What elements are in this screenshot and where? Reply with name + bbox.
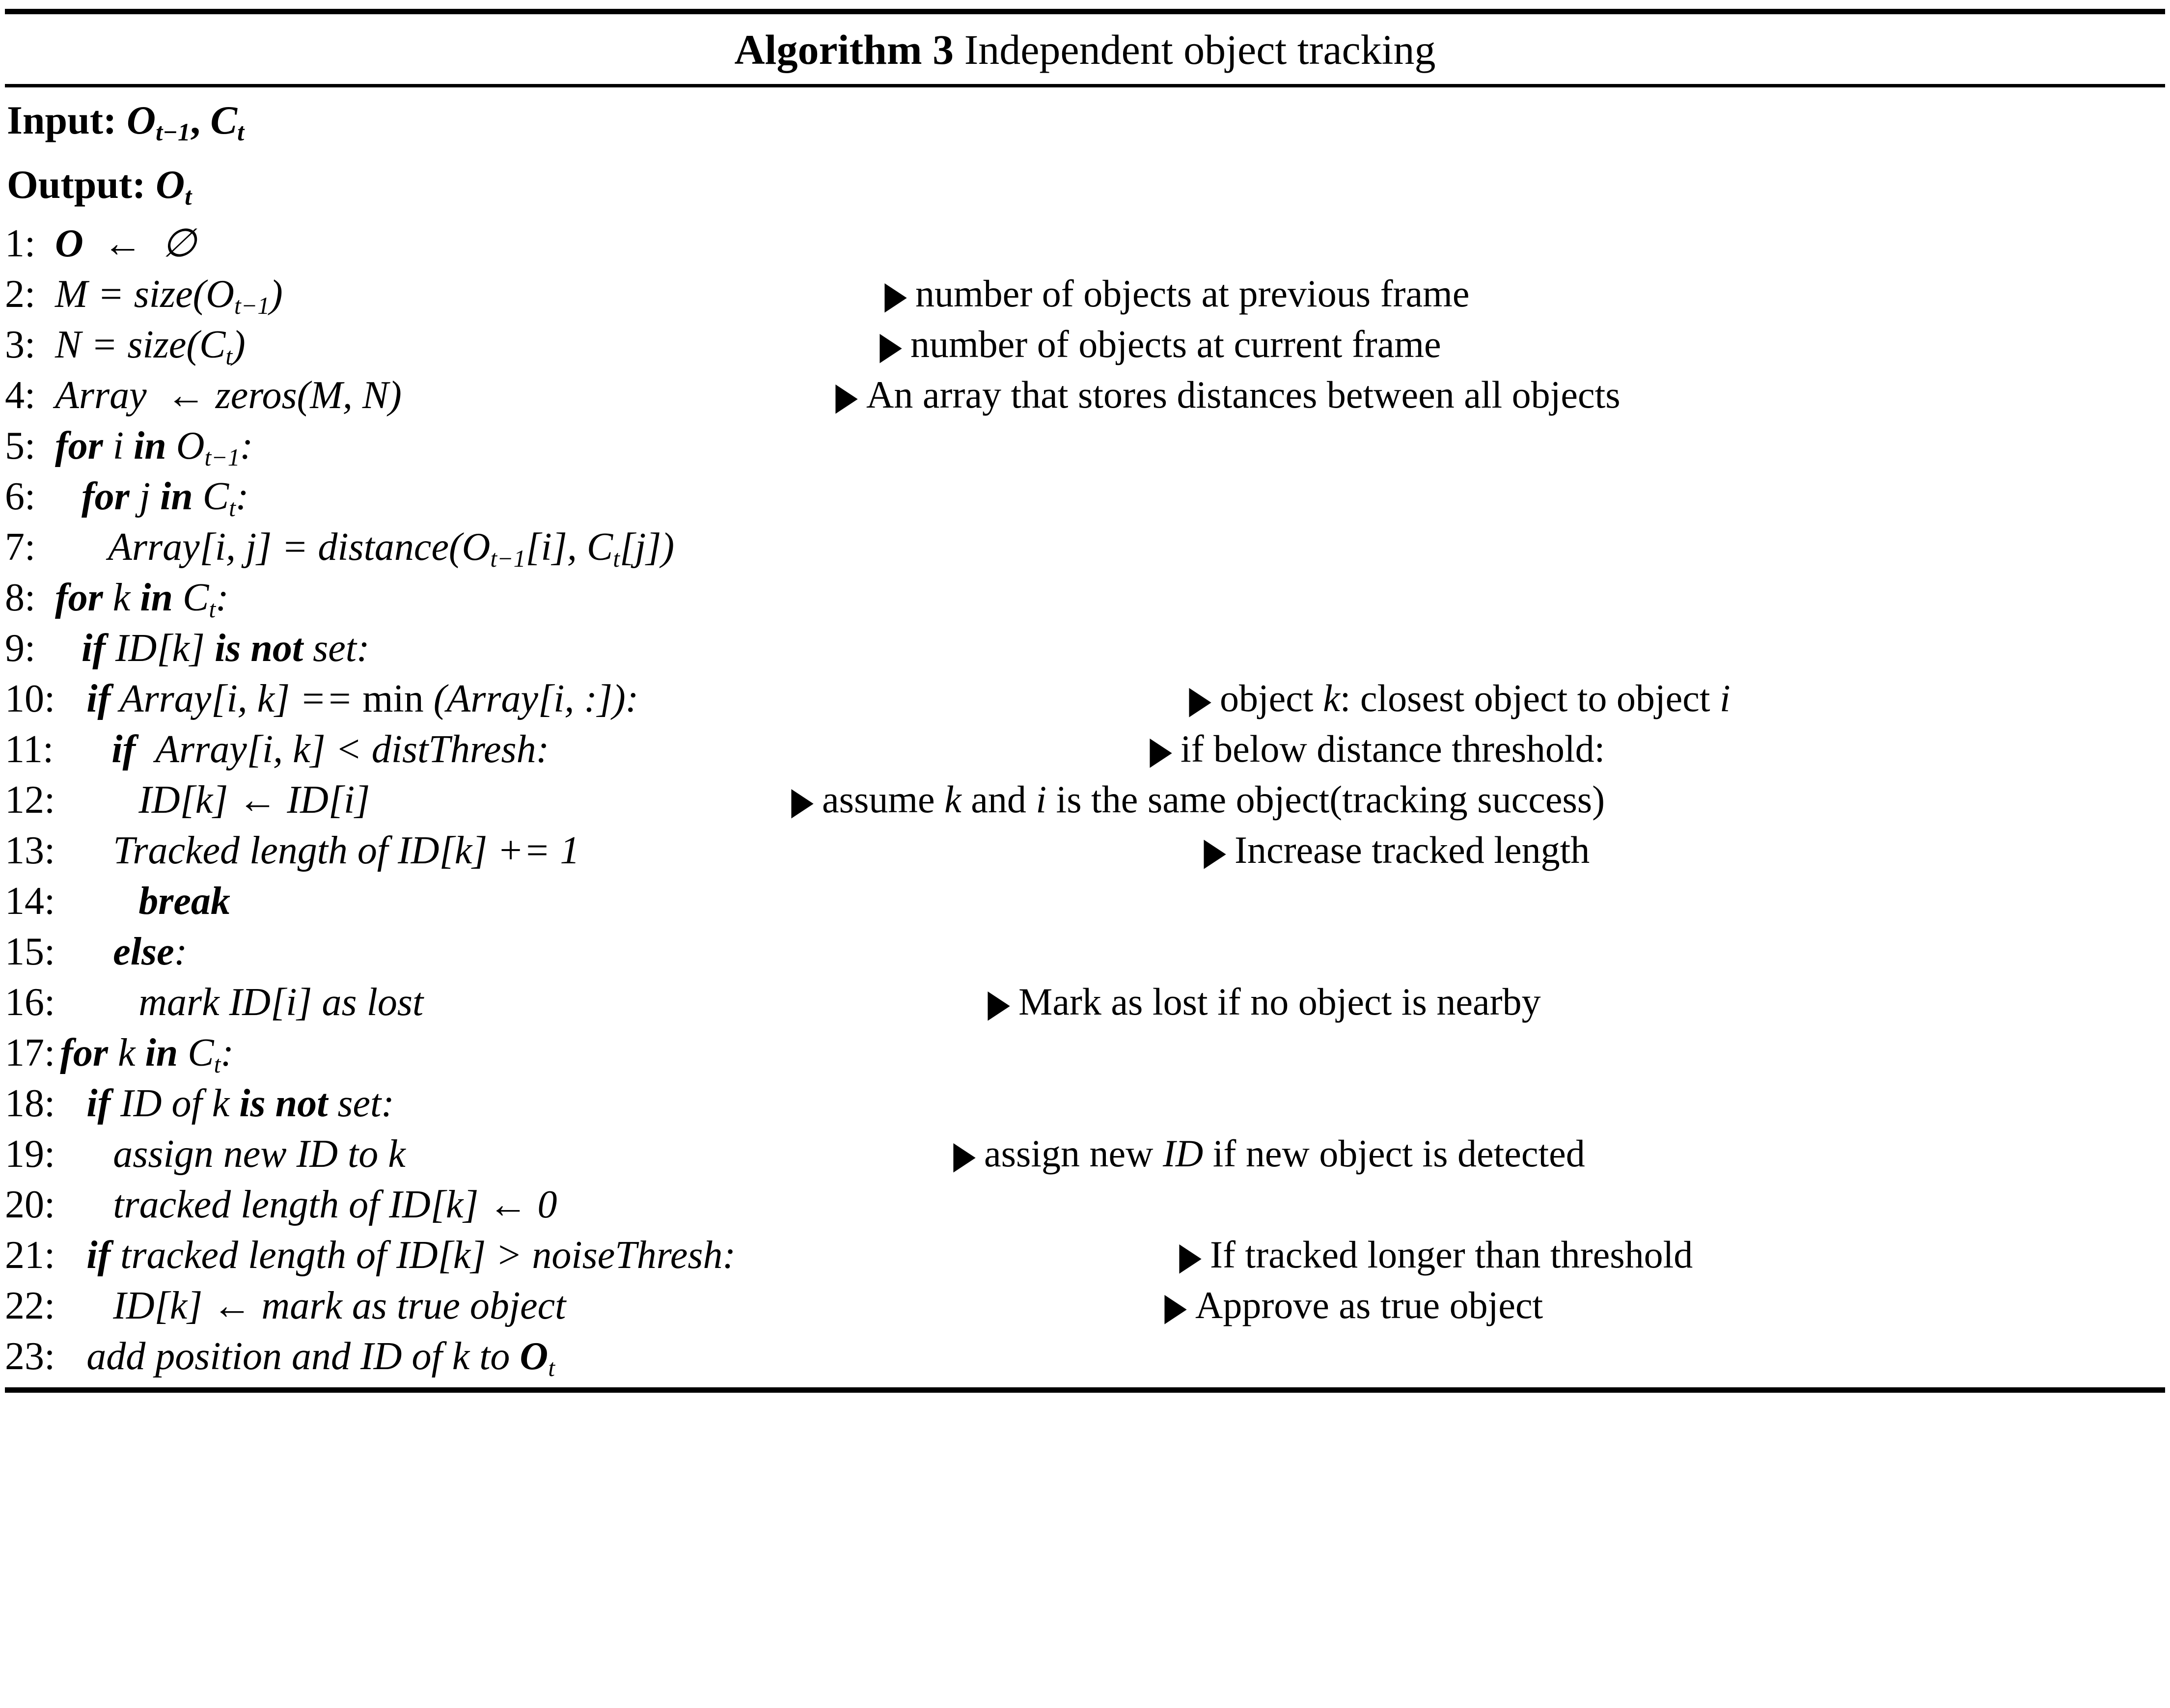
line-code: for k in Ct: bbox=[55, 576, 229, 623]
line-number: 18: bbox=[5, 1082, 55, 1126]
line-number: 14: bbox=[5, 880, 55, 923]
line-code: for i in Ot−1: bbox=[55, 424, 253, 471]
algorithm-lines: 1: O ← ∅ 2: M = size(Ot−1) ▶number of object… bbox=[5, 216, 2165, 1387]
line-number: 23: bbox=[5, 1335, 55, 1378]
output-symbol-O: Ot bbox=[156, 162, 192, 211]
algorithm-title: Algorithm 3 Independent object tracking bbox=[5, 14, 2165, 84]
line-code: if ID[k] is not set: bbox=[82, 627, 370, 670]
line-number: 10: bbox=[5, 677, 55, 721]
line-number: 9: bbox=[5, 627, 36, 670]
line-number: 17: bbox=[5, 1031, 55, 1075]
line-code: M = size(Ot−1) bbox=[55, 273, 283, 320]
algorithm-line: 4: Array ← zeros(M, N) ▶An array that stor… bbox=[5, 376, 2165, 426]
line-number: 22: bbox=[5, 1284, 55, 1328]
algorithm-number-label: Algorithm 3 bbox=[734, 26, 954, 73]
algorithm-line: 16: mark ID[i] as lost ▶Mark as lost if no… bbox=[5, 983, 2165, 1033]
algorithm-line: 17:for k in Ct: bbox=[5, 1033, 2165, 1084]
algorithm-line: 14: break bbox=[5, 882, 2165, 932]
input-separator: , bbox=[190, 98, 211, 143]
algorithm-line: 13: Tracked length of ID[k] += 1 ▶Increase… bbox=[5, 831, 2165, 882]
line-comment: ▶object k: closest object to object i bbox=[1189, 677, 1731, 721]
algorithm-line: 6: for j in Ct: bbox=[5, 477, 2165, 527]
rule-top bbox=[5, 9, 2165, 14]
algorithm-line: 3: N = size(Ct) ▶number of objects at curr… bbox=[5, 325, 2165, 376]
line-code: N = size(Ct) bbox=[55, 323, 246, 370]
line-comment: ▶An array that stores distances between … bbox=[835, 373, 1621, 418]
line-number: 13: bbox=[5, 829, 55, 873]
input-line: Input: Ot−1, Ct bbox=[5, 87, 2165, 152]
rule-under-title bbox=[5, 84, 2165, 88]
line-comment: ▶Mark as lost if no object is nearby bbox=[988, 980, 1541, 1025]
line-number: 19: bbox=[5, 1132, 55, 1176]
algorithm-line: 21: if tracked length of ID[k] > noiseThr… bbox=[5, 1236, 2165, 1286]
line-code: break bbox=[138, 880, 230, 923]
algorithm-line: 2: M = size(Ot−1) ▶number of objects at pr… bbox=[5, 275, 2165, 325]
title-space bbox=[954, 26, 964, 73]
line-number: 11: bbox=[5, 728, 54, 771]
line-number: 8: bbox=[5, 576, 36, 620]
line-code: if Array[i, k] < distThresh: bbox=[111, 728, 549, 771]
line-number: 7: bbox=[5, 525, 36, 569]
line-comment: ▶assign new ID if new object is detected bbox=[953, 1132, 1585, 1177]
line-code: mark ID[i] as lost bbox=[138, 981, 424, 1024]
line-code: Array ← zeros(M, N) bbox=[55, 374, 402, 417]
line-comment: ▶Approve as true object bbox=[1164, 1284, 1543, 1328]
line-number: 1: bbox=[5, 222, 36, 266]
line-code: ID[k] ← ID[i] bbox=[138, 778, 370, 822]
algorithm-line: 15: else: bbox=[5, 932, 2165, 983]
line-number: 12: bbox=[5, 778, 55, 822]
algorithm-line: 23: add position and ID of k to Ot bbox=[5, 1337, 2165, 1387]
algorithm-line: 8: for k in Ct: bbox=[5, 578, 2165, 629]
algorithm-line: 20: tracked length of ID[k] ← 0 bbox=[5, 1185, 2165, 1236]
line-code: if ID of k is not set: bbox=[86, 1082, 394, 1126]
line-number: 4: bbox=[5, 374, 36, 417]
algorithm-line: 22: ID[k] ← mark as true object ▶Approve a… bbox=[5, 1286, 2165, 1337]
line-number: 5: bbox=[5, 424, 36, 468]
line-code: if Array[i, k] == min (Array[i, :]): bbox=[86, 677, 639, 721]
algorithm-line: 12: ID[k] ← ID[i] ▶assume k and i is the s… bbox=[5, 780, 2165, 831]
line-code: for j in Ct: bbox=[82, 475, 249, 522]
line-code: add position and ID of k to Ot bbox=[86, 1335, 555, 1382]
output-label: Output: bbox=[7, 162, 146, 207]
line-number: 2: bbox=[5, 273, 36, 316]
input-symbol-O: Ot−1 bbox=[126, 98, 191, 146]
algorithm-line: 9: if ID[k] is not set: bbox=[5, 629, 2165, 679]
line-code: O ← ∅ bbox=[55, 222, 196, 266]
algorithm-line: 7: Array[i, j] = distance(Ot−1[i], Ct[j]) bbox=[5, 527, 2165, 578]
line-code: Tracked length of ID[k] += 1 bbox=[113, 829, 580, 873]
input-label: Input: bbox=[7, 98, 117, 143]
line-number: 15: bbox=[5, 930, 55, 974]
line-code: Array[i, j] = distance(Ot−1[i], Ct[j]) bbox=[108, 525, 675, 573]
algorithm-line: 11: if Array[i, k] < distThresh: ▶if below… bbox=[5, 730, 2165, 780]
input-symbol-C: Ct bbox=[210, 98, 245, 146]
line-code: tracked length of ID[k] ← 0 bbox=[113, 1183, 557, 1227]
line-comment: ▶assume k and i is the same object(track… bbox=[791, 778, 1605, 823]
algorithm-line: 5: for i in Ot−1: bbox=[5, 426, 2165, 477]
line-number: 20: bbox=[5, 1183, 55, 1227]
line-comment: ▶number of objects at current frame bbox=[879, 323, 1441, 367]
line-code: ID[k] ← mark as true object bbox=[113, 1284, 566, 1328]
line-number: 16: bbox=[5, 981, 55, 1024]
line-code: if tracked length of ID[k] > noiseThresh… bbox=[86, 1234, 736, 1277]
line-comment: ▶Increase tracked length bbox=[1204, 828, 1590, 873]
line-code: for k in Ct: bbox=[60, 1031, 234, 1078]
algorithm-line: 1: O ← ∅ bbox=[5, 224, 2165, 275]
output-line: Output: Ot bbox=[5, 152, 2165, 216]
rule-bottom bbox=[5, 1387, 2165, 1393]
algorithm-title-text: Independent object tracking bbox=[964, 26, 1436, 73]
line-number: 6: bbox=[5, 475, 36, 519]
algorithm-line: 18: if ID of k is not set: bbox=[5, 1084, 2165, 1134]
algorithm-block: Algorithm 3 Independent object tracking … bbox=[0, 9, 2170, 1708]
line-number: 3: bbox=[5, 323, 36, 367]
line-comment: ▶number of objects at previous frame bbox=[884, 272, 1470, 317]
line-comment: ▶If tracked longer than threshold bbox=[1179, 1233, 1693, 1278]
algorithm-line: 10: if Array[i, k] == min (Array[i, :]): ▶… bbox=[5, 679, 2165, 730]
algorithm-line: 19: assign new ID to k ▶assign new ID if n… bbox=[5, 1134, 2165, 1185]
line-code: assign new ID to k bbox=[113, 1132, 406, 1176]
line-code: else: bbox=[113, 930, 188, 974]
line-comment: ▶if below distance threshold: bbox=[1150, 727, 1605, 772]
line-number: 21: bbox=[5, 1234, 55, 1277]
